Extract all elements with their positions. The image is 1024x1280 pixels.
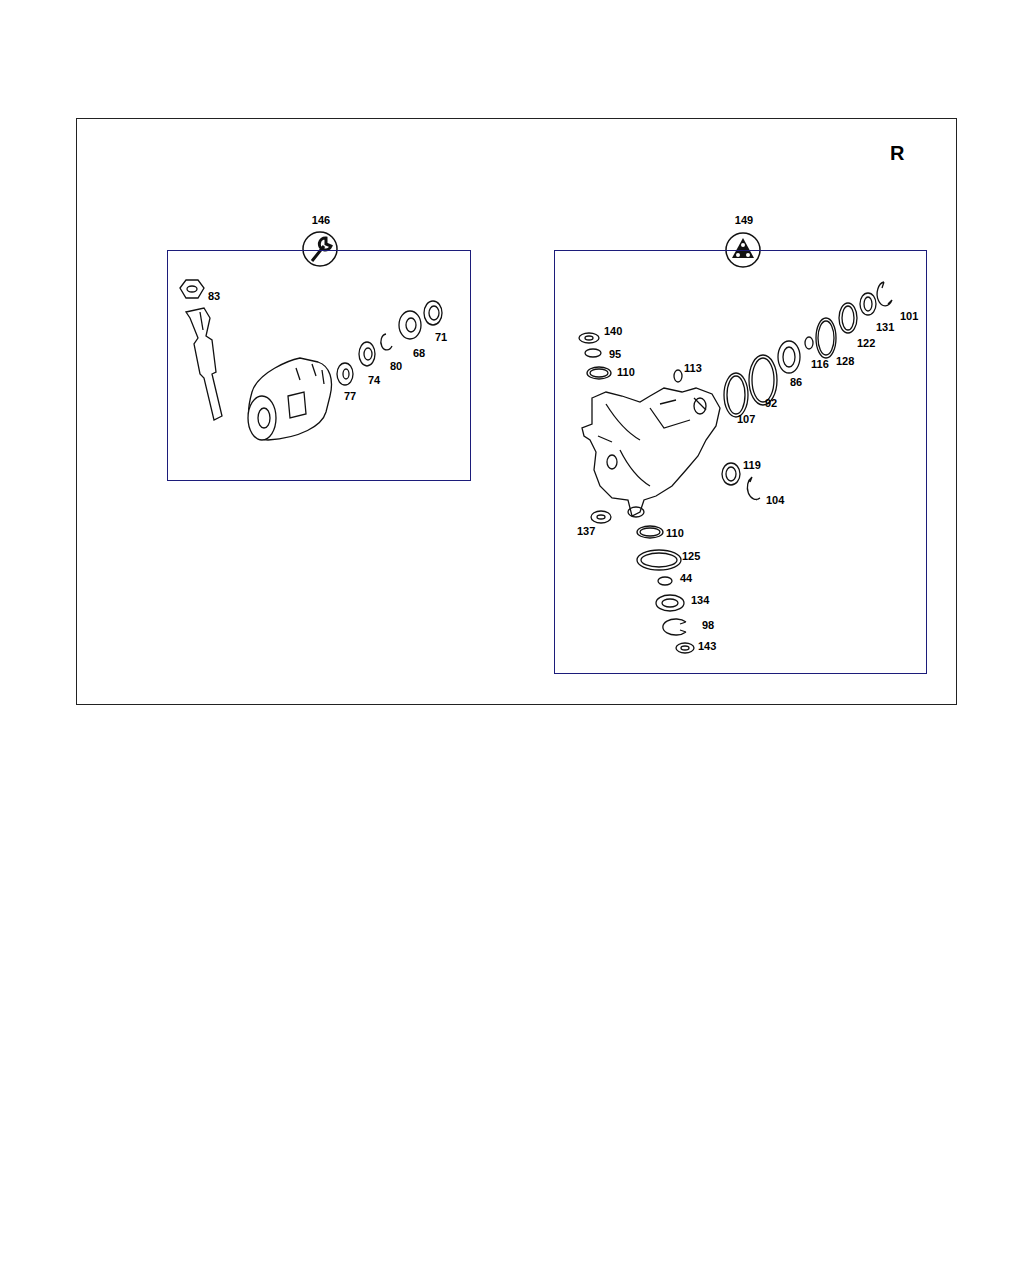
callout-number: 68 [413, 348, 425, 359]
callout-number: 125 [682, 551, 700, 562]
group-number: 149 [735, 215, 753, 226]
callout-number: 110 [617, 367, 635, 378]
seal-rings-146 [337, 301, 442, 385]
callout-number: 137 [577, 526, 595, 537]
callout-number: 86 [790, 377, 802, 388]
callout-number: 113 [684, 363, 702, 374]
seal-rings-149 [579, 282, 892, 653]
callout-number: 92 [765, 398, 777, 409]
callout-number: 107 [737, 414, 755, 425]
callout-number: 122 [857, 338, 875, 349]
callout-number: 83 [208, 291, 220, 302]
callout-number: 44 [680, 573, 692, 584]
callout-number: 71 [435, 332, 447, 343]
valve-shaft [186, 308, 222, 420]
callout-number: 128 [836, 356, 854, 367]
callout-number: 119 [743, 460, 761, 471]
wrench-icon [303, 232, 337, 266]
callout-number: 80 [390, 361, 402, 372]
callout-number: 134 [691, 595, 709, 606]
steering-housing [582, 388, 720, 517]
callout-number: 143 [698, 641, 716, 652]
callout-number: 131 [876, 322, 894, 333]
valve-body [248, 358, 332, 440]
group-box: 149 [554, 250, 927, 674]
callout-number: 95 [609, 349, 621, 360]
callout-number: 74 [368, 375, 380, 386]
group-box: 146 [167, 250, 471, 481]
outer-frame: R 146 149 [76, 118, 957, 705]
callout-number: 110 [666, 528, 684, 539]
callout-number: 101 [900, 311, 918, 322]
nut-83 [180, 280, 204, 298]
callout-number: 98 [702, 620, 714, 631]
page-marker: R [890, 143, 904, 163]
callout-number: 104 [766, 495, 784, 506]
group-number: 146 [312, 215, 330, 226]
callout-number: 140 [604, 326, 622, 337]
callout-number: 116 [811, 359, 829, 370]
callout-number: 77 [344, 391, 356, 402]
